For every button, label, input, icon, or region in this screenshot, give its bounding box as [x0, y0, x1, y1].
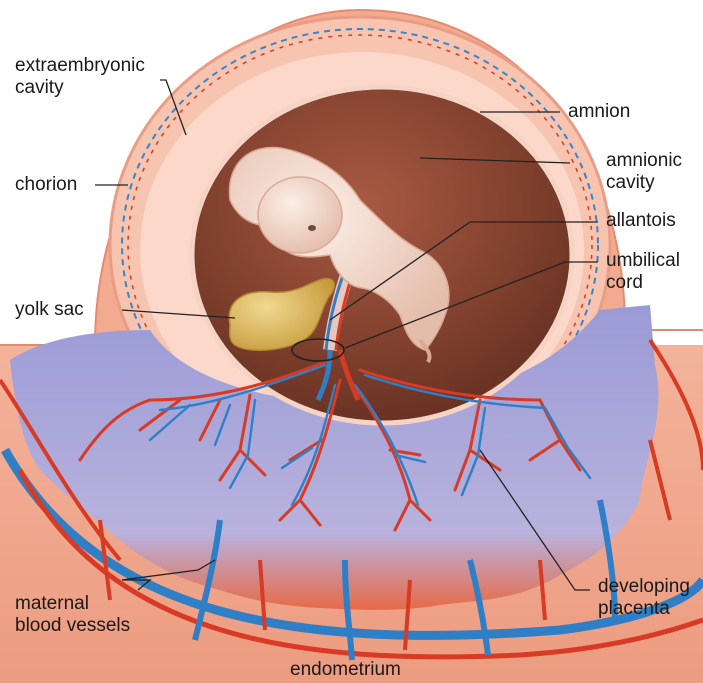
- label-amnionic-cavity-line2: cavity: [606, 172, 682, 194]
- label-maternal-blood-vessels: maternal blood vessels: [15, 593, 130, 637]
- label-chorion: chorion: [15, 174, 77, 196]
- label-developing-placenta: developing placenta: [598, 576, 690, 620]
- label-maternal-blood-vessels-line2: blood vessels: [15, 615, 130, 637]
- label-developing-placenta-line1: developing: [598, 576, 690, 598]
- label-amnion: amnion: [568, 101, 630, 123]
- label-allantois: allantois: [606, 210, 676, 232]
- label-umbilical-cord-line2: cord: [606, 272, 680, 294]
- label-umbilical-cord: umbilical cord: [606, 250, 680, 294]
- label-extraembryonic-cavity: extraembryonic cavity: [15, 55, 145, 99]
- label-maternal-blood-vessels-line1: maternal: [15, 593, 130, 615]
- label-endometrium: endometrium: [290, 659, 401, 681]
- label-yolk-sac: yolk sac: [15, 299, 84, 321]
- label-developing-placenta-line2: placenta: [598, 598, 690, 620]
- label-extraembryonic-cavity-line1: extraembryonic: [15, 55, 145, 77]
- label-amnionic-cavity: amnionic cavity: [606, 150, 682, 194]
- label-extraembryonic-cavity-line2: cavity: [15, 77, 145, 99]
- label-amnionic-cavity-line1: amnionic: [606, 150, 682, 172]
- label-umbilical-cord-line1: umbilical: [606, 250, 680, 272]
